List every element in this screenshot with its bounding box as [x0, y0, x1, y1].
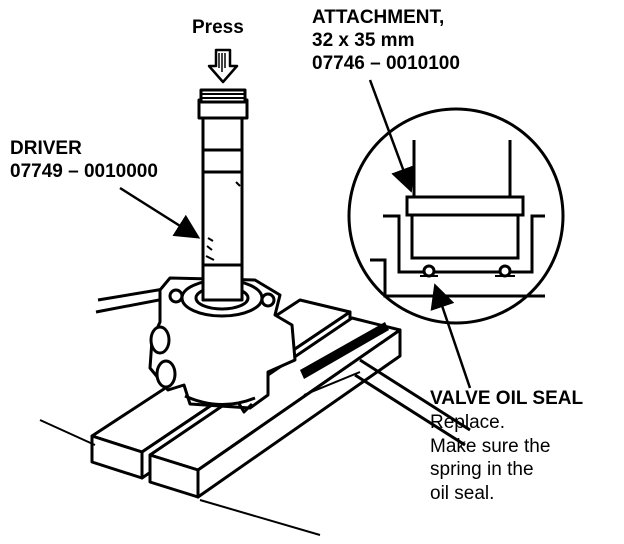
valve-oil-seal-instruction: oil seal.: [430, 483, 495, 505]
valve-oil-seal-instruction: Replace.: [430, 411, 505, 433]
press-arrow-icon: [207, 48, 239, 84]
driver-leader-arrow: [119, 186, 201, 239]
driver-part-number: 07749 – 0010000: [10, 160, 158, 182]
valve-oil-seal-instruction: spring in the: [430, 459, 534, 481]
leader-arrows: [119, 79, 472, 389]
valve-oil-seal-callout: VALVE OIL SEAL Replace. Make sure the sp…: [430, 388, 583, 506]
driver-title: DRIVER: [10, 138, 82, 159]
attachment-title: ATTACHMENT,: [312, 7, 445, 28]
valve-oil-seal-leader-arrow: [430, 283, 472, 389]
valve-oil-seal-instruction: Make sure the: [430, 435, 551, 457]
driver-tool: [197, 88, 249, 302]
attachment-leader-arrow: [368, 79, 415, 193]
driver-callout: DRIVER 07749 – 0010000: [10, 138, 158, 184]
attachment-callout: ATTACHMENT, 32 x 35 mm 07746 – 0010100: [312, 7, 460, 75]
press-label: Press: [192, 17, 244, 38]
attachment-size: 32 x 35 mm: [312, 29, 415, 51]
attachment-part-number: 07746 – 0010100: [312, 52, 460, 74]
detail-magnifier: [300, 107, 565, 396]
valve-oil-seal-title: VALVE OIL SEAL: [430, 388, 584, 409]
